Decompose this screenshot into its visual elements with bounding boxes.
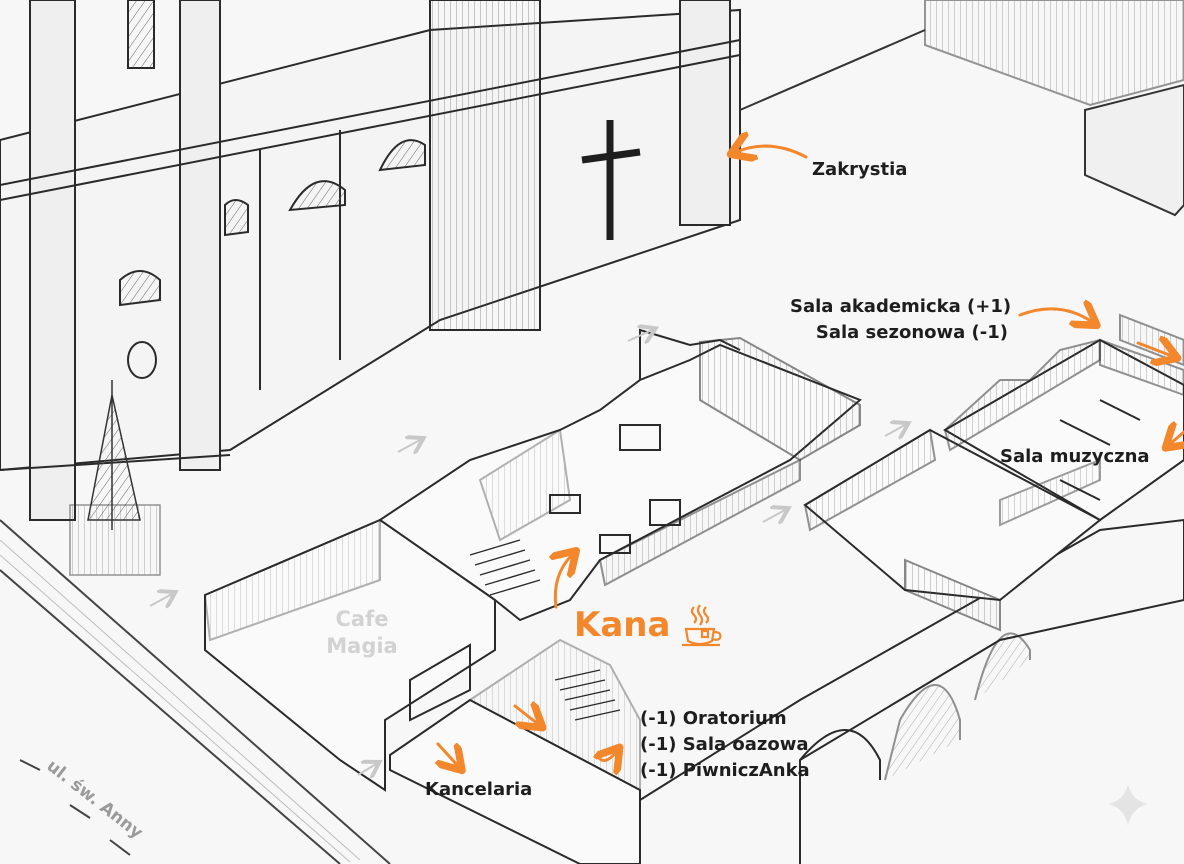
cafe-line-1: Cafe xyxy=(335,607,389,631)
label-kana: Kana xyxy=(574,601,726,649)
kana-text: Kana xyxy=(574,605,671,645)
label-kancelaria: Kancelaria xyxy=(425,779,533,800)
label-oratorium: (-1) Oratorium xyxy=(640,708,787,729)
courtyard-wall xyxy=(739,0,1184,217)
label-cafe-magia: Cafe Magia xyxy=(320,606,404,661)
label-sala-oazowa: (-1) Sala oazowa xyxy=(640,734,809,755)
right-complex xyxy=(803,313,1184,632)
cross-icon xyxy=(581,120,641,240)
christmas-tree-icon xyxy=(69,380,161,576)
church-building xyxy=(0,0,741,521)
central-complex xyxy=(203,328,1184,864)
arrow-icon xyxy=(438,146,1184,766)
label-sala-sezonowa: Sala sezonowa (-1) xyxy=(815,322,1008,343)
label-sala-akademicka: Sala akademicka (+1) xyxy=(790,296,1012,317)
path-arrows xyxy=(149,330,905,775)
street xyxy=(0,519,391,864)
coffee-cup-icon xyxy=(682,604,722,647)
sparkle-icon xyxy=(1108,784,1148,826)
label-sala-muzyczna: Sala muzyczna xyxy=(1000,446,1150,467)
cafe-line-2: Magia xyxy=(326,634,398,659)
label-piwniczanka: (-1) PiwniczAnka xyxy=(640,760,810,781)
label-zakrystia: Zakrystia xyxy=(812,159,908,180)
